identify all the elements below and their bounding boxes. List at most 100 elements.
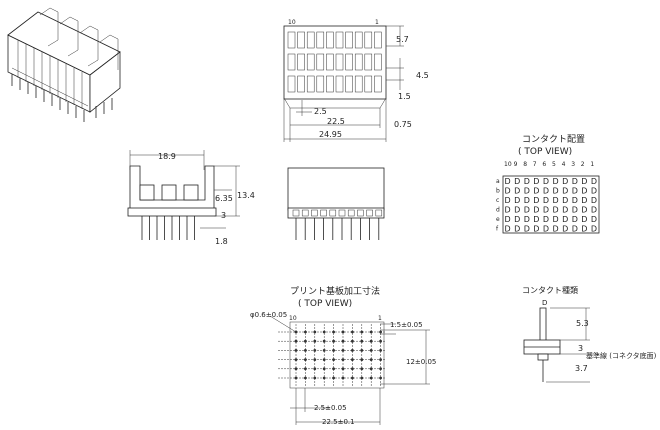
layout-contact-D: D: [533, 187, 539, 196]
layout-frame: [502, 175, 600, 234]
layout-contact-D: D: [524, 177, 530, 186]
front-slot: [311, 209, 318, 217]
top-contact-cell: [335, 31, 344, 49]
top-dim-24-95: 24.95: [319, 130, 342, 139]
pcb-hole: [360, 367, 364, 371]
layout-col-number: 6: [542, 161, 546, 168]
layout-contact-D: D: [562, 177, 568, 186]
layout-contact-D: D: [581, 177, 587, 186]
side-dim-1-8: 1.8: [215, 237, 228, 246]
pcb-hole: [313, 367, 317, 371]
layout-contact-D: D: [543, 187, 549, 196]
layout-contact-D: D: [524, 187, 530, 196]
front-slot: [329, 209, 337, 217]
layout-contact-D: D: [505, 206, 511, 215]
pcb-hole: [360, 349, 364, 352]
layout-contact-D: D: [524, 206, 530, 215]
layout-contact-D: D: [581, 187, 587, 196]
pcb-hole: [360, 339, 364, 343]
layout-contact-D: D: [543, 177, 549, 186]
layout-contact-D: D: [562, 206, 568, 215]
pcb-hole: [379, 376, 382, 380]
layout-contact-D: D: [591, 206, 597, 215]
layout-contact-D: D: [524, 215, 530, 224]
contact-dim-5-3: 5.3: [576, 319, 589, 328]
layout-contact-D: D: [581, 225, 587, 234]
contact-dim-3-7: 3.7: [575, 364, 588, 373]
layout-contact-D: D: [572, 177, 578, 186]
top-contact-cell: [354, 31, 363, 49]
top-contact-cell: [326, 75, 334, 93]
pcb-pin-right: 1: [378, 315, 382, 322]
layout-contact-D: D: [514, 187, 520, 196]
pcb-hole: [369, 330, 373, 334]
layout-contact-D: D: [553, 196, 559, 205]
top-pin-right: 1: [375, 19, 379, 26]
top-contact-cell: [287, 75, 296, 93]
pcb-hole: [360, 358, 364, 361]
layout-contact-D: D: [514, 215, 520, 224]
layout-contact-D: D: [514, 177, 520, 186]
top-contact-cell: [316, 53, 325, 71]
pcb-hole: [369, 367, 373, 371]
pcb-hole: [294, 376, 298, 380]
top-contact-cell: [297, 53, 305, 71]
side-dim-3: 3: [221, 211, 226, 220]
pcb-dim-right: 12±0.05: [406, 358, 436, 366]
top-view: 10 1 5.7 4.5 1.5 2.5 22.5 0.75 24.95: [283, 19, 429, 142]
pcb-hole: [322, 349, 326, 352]
pcb-hole: [351, 358, 354, 361]
pcb-hole: [304, 349, 307, 352]
pcb-hole: [360, 330, 364, 334]
layout-contact-D: D: [514, 196, 520, 205]
layout-row-letter: f: [496, 226, 499, 233]
layout-contact-D: D: [553, 225, 559, 234]
top-contact-cell: [345, 53, 353, 71]
layout-col-number: 7: [533, 161, 537, 168]
pcb-hole-dim: φ0.6±0.05: [250, 311, 287, 319]
layout-contact-D: D: [562, 196, 568, 205]
top-dim-4-5: 4.5: [416, 71, 429, 80]
top-contact-cell: [374, 31, 382, 49]
layout-contact-D: D: [533, 206, 539, 215]
top-contact-cell: [297, 31, 305, 49]
layout-contact-D: D: [514, 206, 520, 215]
layout-contact-D: D: [533, 225, 539, 234]
pcb-layout: プリント基板加工寸法 ( TOP VIEW) 10 1 φ0.6±0.05 1.…: [250, 285, 436, 426]
layout-contact-D: D: [562, 225, 568, 234]
pcb-outline: [289, 321, 385, 389]
pcb-hole: [322, 330, 326, 334]
pcb-dim-top: 1.5±0.05: [390, 321, 423, 329]
pcb-hole: [341, 330, 345, 334]
contact-type: コンタクト種類 D 5.3 3 基準線 (コネクタ底面) 3.7: [522, 285, 657, 383]
pcb-hole: [351, 349, 354, 352]
front-slot: [375, 209, 383, 217]
front-slot: [292, 209, 300, 217]
side-view: 18.9 13.4 6.35 3 1.8: [127, 150, 255, 246]
top-contact-cell: [287, 53, 296, 71]
pcb-hole: [341, 376, 345, 380]
pcb-hole: [313, 358, 317, 361]
layout-contact-D: D: [543, 206, 549, 215]
pcb-hole-leader: [269, 315, 297, 333]
pcb-subtitle: ( TOP VIEW): [298, 299, 352, 309]
top-contact-cell: [364, 31, 373, 49]
layout-contact-D: D: [553, 187, 559, 196]
pcb-hole: [360, 376, 364, 380]
pcb-hole: [369, 358, 373, 361]
layout-contact-D: D: [505, 215, 511, 224]
layout-col-number: 2: [581, 161, 585, 168]
pcb-hole: [294, 349, 298, 352]
top-dim-5-7: 5.7: [396, 35, 409, 44]
layout-contact-D: D: [581, 206, 587, 215]
top-contact-cell: [326, 31, 334, 49]
layout-contact-D: D: [591, 215, 597, 224]
layout-contact-D: D: [505, 225, 511, 234]
contact-type-title: コンタクト種類: [522, 285, 578, 295]
layout-contact-D: D: [553, 206, 559, 215]
front-slot: [357, 209, 364, 217]
pcb-pin-left: 10: [289, 315, 297, 322]
front-slot: [338, 209, 346, 217]
